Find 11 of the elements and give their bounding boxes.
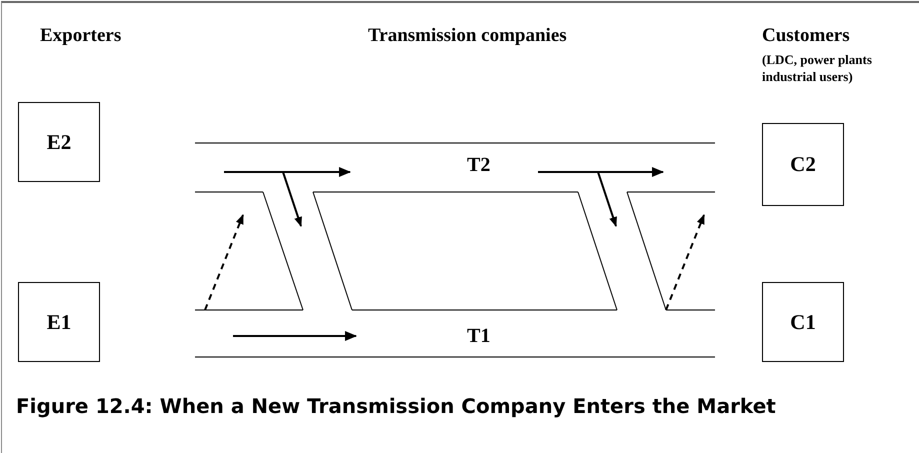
customer-box: C1 [762, 282, 844, 362]
column-note: (LDC, power plants industrial users) [762, 51, 873, 85]
pipeline-label: T1 [467, 325, 490, 347]
column-heading: Transmission companies [368, 25, 567, 47]
pipeline-label: T2 [467, 154, 490, 176]
exporter-box: E2 [18, 102, 100, 182]
exporter-box: E1 [18, 282, 100, 362]
column-heading: Exporters [40, 25, 122, 47]
figure-caption: Figure 12.4: When a New Transmission Company Enters the Market [16, 394, 776, 418]
customer-box: C2 [762, 123, 844, 206]
column-heading: Customers [762, 25, 850, 47]
